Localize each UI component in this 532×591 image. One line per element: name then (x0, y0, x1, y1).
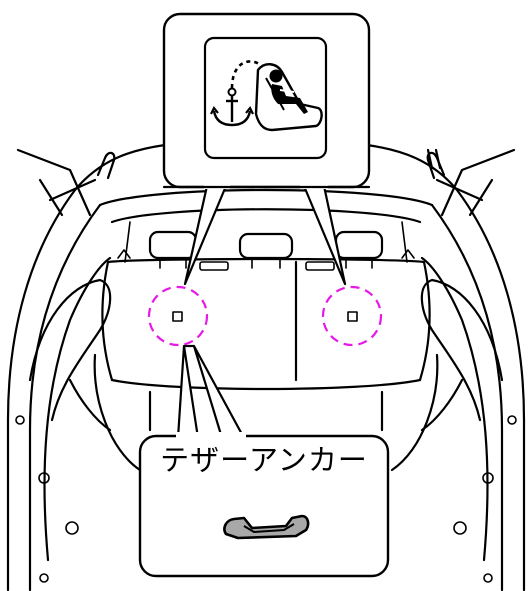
top-callout (162, 12, 371, 286)
tether-anchor-marker-right (321, 285, 383, 347)
car-body-outline (6, 143, 526, 591)
tether-anchor-bracket-icon (223, 514, 310, 540)
bottom-callout (138, 344, 390, 578)
child-seat-tether-anchor-icon (210, 60, 323, 132)
rear-seat-outline (28, 221, 504, 472)
tether-anchor-label: テザーアンカー (160, 443, 368, 477)
tether-anchor-marker-left (147, 285, 209, 347)
